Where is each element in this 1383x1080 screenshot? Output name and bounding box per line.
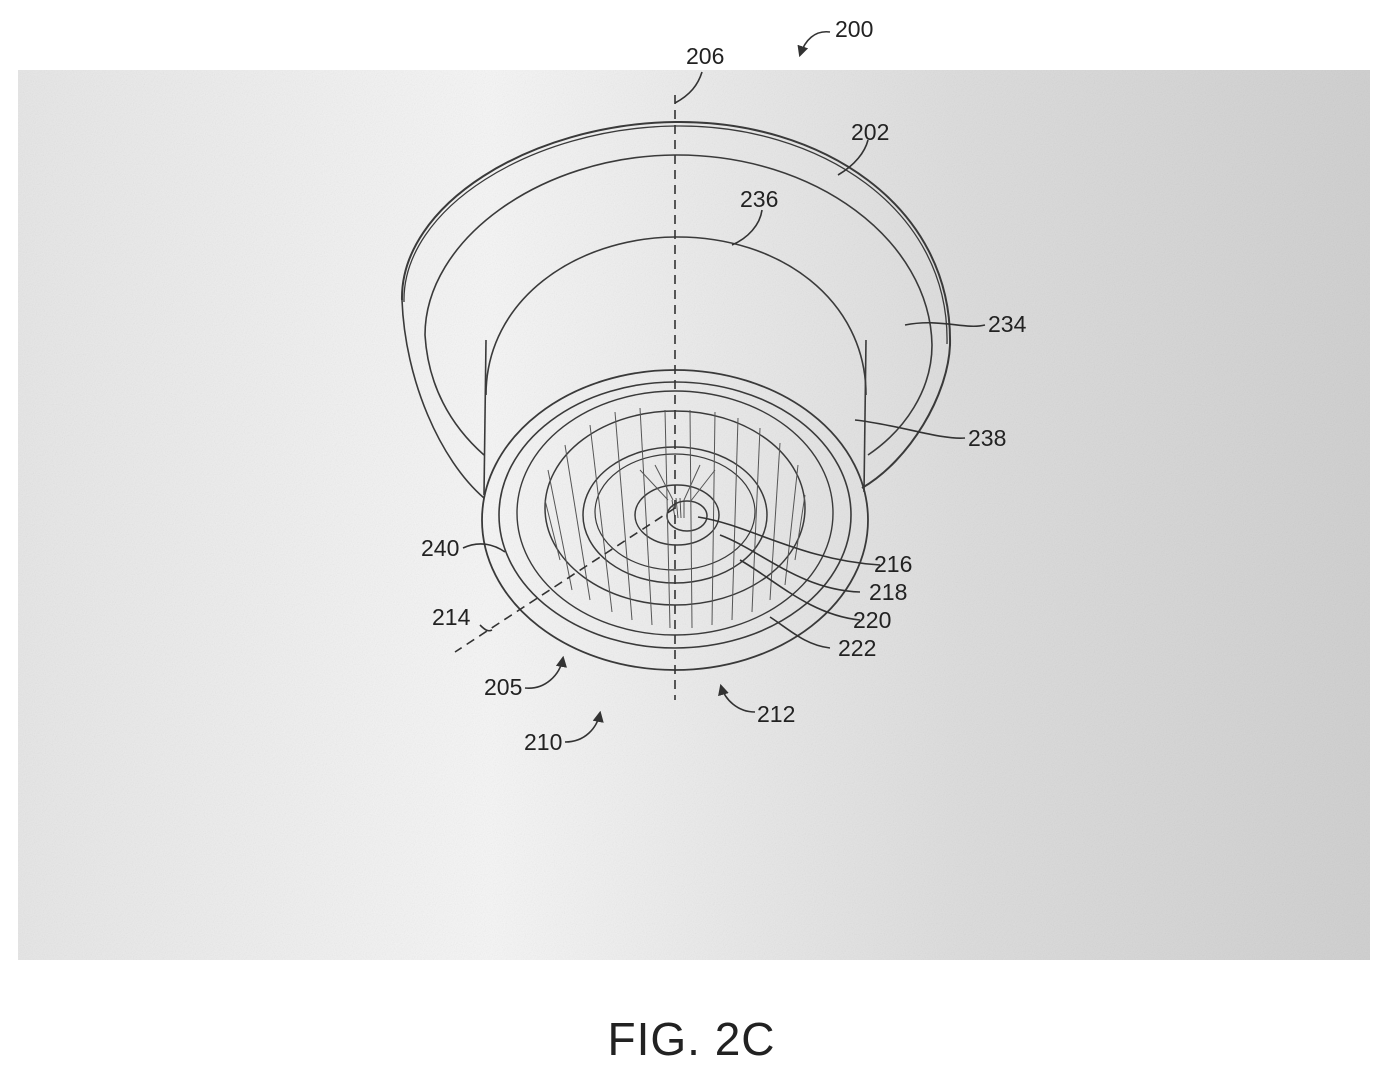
radial-vanes [544, 407, 806, 629]
leader-arrows [524, 30, 831, 743]
label-238: 238 [968, 425, 1006, 451]
label-212: 212 [757, 701, 795, 727]
label-234: 234 [988, 311, 1027, 337]
leader-lines [462, 71, 986, 649]
inner-ring [634, 484, 720, 546]
label-205: 205 [484, 674, 522, 700]
middle-ring-inner [594, 453, 756, 571]
label-202: 202 [851, 119, 889, 145]
figure-caption: FIG. 2C [607, 1013, 776, 1065]
background-texture [18, 70, 1370, 960]
outer-flange-edge [400, 120, 952, 489]
label-218: 218 [869, 579, 907, 605]
label-236: 236 [740, 186, 778, 212]
body-side-left [483, 339, 487, 496]
body-side-right [863, 339, 867, 493]
label-210: 210 [524, 729, 562, 755]
bowl-inner-contour [424, 154, 933, 456]
flange-bowl-left [401, 299, 485, 499]
label-206: 206 [686, 43, 724, 69]
label-200: 200 [835, 16, 873, 42]
label-214: 214 [432, 604, 471, 630]
label-240: 240 [421, 535, 459, 561]
label-222: 222 [838, 635, 876, 661]
bowl-inner-left [424, 334, 485, 456]
label-216: 216 [874, 551, 912, 577]
label-220: 220 [853, 607, 891, 633]
